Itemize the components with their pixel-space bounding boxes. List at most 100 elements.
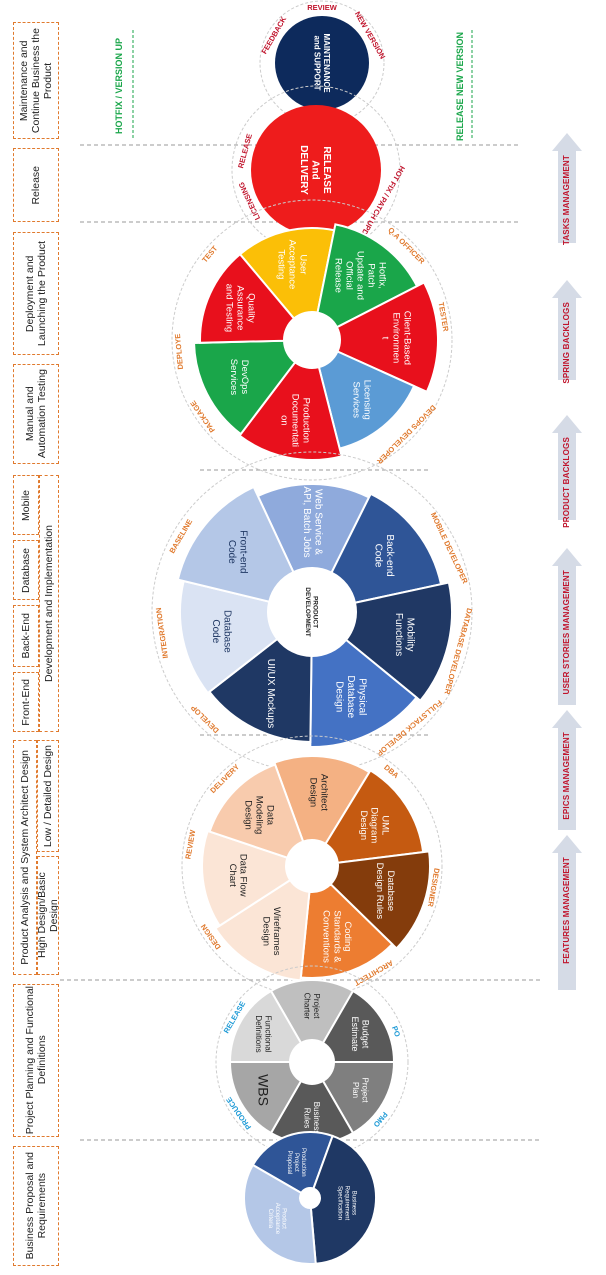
svg-text:DatabaseDesign Rules: DatabaseDesign Rules	[374, 863, 396, 920]
svg-text:DevOpsServices: DevOpsServices	[228, 359, 250, 396]
phase-testing: Manual and Automation Testing	[13, 364, 59, 464]
svg-text:DEPLOYE: DEPLOYE	[173, 333, 185, 369]
phase-frontend: Front-End	[13, 672, 39, 732]
phase-database: Database	[13, 540, 39, 600]
arrow-epics-management	[552, 710, 582, 830]
svg-text:REVIEW: REVIEW	[307, 3, 338, 12]
svg-text:REVIEW: REVIEW	[183, 828, 197, 860]
design-segment-uml-diagram-design	[324, 769, 425, 864]
svg-text:Client-BasedEnvironment: Client-BasedEnvironment	[380, 311, 413, 365]
svg-text:ProductionProjectProposal: ProductionProjectProposal	[286, 1148, 306, 1177]
svg-text:Hotfix,PatchUpdate andOfficial: Hotfix,PatchUpdate andOfficialRelease	[333, 251, 388, 300]
development-label-ui-ux-mockups: UI/UX Mockups	[265, 659, 276, 728]
phase-backend: Back-End	[13, 605, 39, 667]
development-hub	[268, 568, 356, 656]
development-label-web-service-api-batch-jobs: Web Service &API, Batch Jobs	[301, 486, 324, 557]
svg-text:BusinessRequirementSpecificati: BusinessRequirementSpecification	[337, 1186, 357, 1221]
svg-text:UI/UX Mockups: UI/UX Mockups	[265, 659, 276, 728]
deployment-label-licensing-services: LicensingServices	[350, 380, 372, 420]
planning-label-project-charter: ProjectCharter	[303, 993, 321, 1020]
deployment-ring-deploye: DEPLOYE	[173, 333, 185, 369]
planning-label-functional-definitions: FunctionalDefinitions	[254, 1015, 272, 1052]
phase-release: Release	[13, 148, 59, 222]
maintenance-circle	[275, 16, 369, 110]
arrow-tasks-management	[552, 133, 582, 243]
svg-text:TESTER: TESTER	[436, 301, 450, 332]
svg-text:ArchitectDesign: ArchitectDesign	[308, 774, 330, 811]
design-segment-coding-standards-conventions	[299, 882, 394, 979]
phase-analysis: Product Analysis and System Architect De…	[13, 740, 37, 975]
svg-text:ProjectPlan: ProjectPlan	[351, 1078, 369, 1104]
planning-label-budget-estimate: BudgetEstimate	[350, 1016, 370, 1051]
svg-text:BusinessRules: BusinessRules	[303, 1102, 321, 1134]
svg-text:ProductionDocumentation: ProductionDocumentation	[279, 394, 312, 447]
development-label-physical-database-design: PhysicalDatabaseDesign	[334, 675, 368, 718]
svg-text:QualityAssuranceand Testing: QualityAssuranceand Testing	[224, 284, 257, 332]
deployment-ring-tester: TESTER	[436, 301, 450, 332]
development-label-back-end-code: Back-endCode	[372, 534, 395, 576]
phase-deployment: Deployment and Launching the Product	[13, 232, 59, 355]
svg-text:PRODUCTDEVELOPMENT: PRODUCTDEVELOPMENT	[304, 587, 318, 637]
design-ring-review: REVIEW	[183, 828, 197, 860]
development-label-mobility-functions: MobilityFunctions	[393, 613, 416, 656]
svg-text:DBA: DBA	[382, 763, 401, 781]
svg-text:MAINTENANCEand SUPPORT: MAINTENANCEand SUPPORT	[313, 33, 331, 93]
deployment-label-hotfix-patch-update-and-official-release: Hotfix,PatchUpdate andOfficialRelease	[333, 251, 388, 300]
deployment-label-client-based-environmen-t: Client-BasedEnvironment	[380, 311, 413, 365]
design-label-database-design-rules: DatabaseDesign Rules	[374, 863, 396, 920]
development-label-front-end-code: Front-endCode	[226, 530, 249, 573]
planning-hub	[290, 1040, 334, 1084]
deployment-label-production-documentati-on: ProductionDocumentation	[279, 394, 312, 447]
deployment-label-devops-services: DevOpsServices	[228, 359, 250, 396]
design-label-data-modeling-design: DataModelingDesign	[242, 796, 275, 835]
svg-text:ProductAcceptanceCriteria: ProductAcceptanceCriteria	[267, 1203, 287, 1235]
phase-planning: Project Planning and Functional Definiti…	[13, 984, 59, 1137]
phase-high-design: High Design/Basic Design	[37, 856, 59, 975]
design-label-architect-design: ArchitectDesign	[308, 774, 330, 811]
proposal-label-business-requirement-specification: BusinessRequirementSpecification	[337, 1186, 357, 1221]
svg-text:Data FlowChart: Data FlowChart	[227, 854, 249, 897]
deployment-label-user-acceptance-testing: UserAcceptanceTesting	[276, 240, 309, 290]
phase-development: Development and Implementation	[39, 475, 59, 732]
release-label: RELEASEAndDELIVERY	[298, 145, 332, 195]
svg-text:DEVELOP: DEVELOP	[189, 703, 221, 735]
design-ring-dba: DBA	[382, 763, 401, 781]
svg-text:UserAcceptanceTesting: UserAcceptanceTesting	[276, 240, 309, 290]
maintenance-ring-review: REVIEW	[307, 3, 338, 12]
development-label-database-code: DatabaseCode	[210, 610, 233, 653]
arrow-user-stories-management	[552, 548, 582, 705]
svg-text:UMLDiagramDesign: UMLDiagramDesign	[358, 807, 391, 843]
phase-mobile: Mobile	[13, 475, 39, 535]
planning-label-business-rules: BusinessRules	[303, 1102, 321, 1134]
planning-label-project-plan: ProjectPlan	[351, 1078, 369, 1104]
design-segment-architect-design	[273, 755, 371, 846]
development-ring-develop: DEVELOP	[189, 703, 221, 735]
phase-maintenance: Maintenance and Continue Business the Pr…	[13, 22, 59, 139]
arrow-spring-backlogs	[552, 280, 582, 380]
design-label-wireframes-design: WireframesDesign	[260, 907, 282, 956]
design-outer-ring	[181, 735, 443, 997]
phase-low-design: Low / Detailed Design	[37, 740, 59, 852]
svg-text:TEST: TEST	[200, 244, 219, 265]
svg-text:MobilityFunctions: MobilityFunctions	[393, 613, 416, 656]
deployment-hub	[284, 312, 340, 368]
svg-text:RELEASEAndDELIVERY: RELEASEAndDELIVERY	[298, 145, 332, 195]
svg-text:LicensingServices: LicensingServices	[350, 380, 372, 420]
design-hub	[286, 840, 338, 892]
design-segment-wireframes-design	[214, 878, 311, 982]
proposal-hub	[300, 1188, 320, 1208]
deployment-ring-test: TEST	[200, 244, 219, 265]
design-label-coding-standards-conventions: CodingStandards &Conventions	[320, 910, 353, 963]
planning-ring-po: PO	[390, 1025, 402, 1038]
svg-text:ProjectCharter: ProjectCharter	[303, 993, 321, 1020]
svg-text:Web Service &API, Batch Jobs: Web Service &API, Batch Jobs	[301, 486, 324, 557]
svg-text:Back-endCode: Back-endCode	[372, 534, 395, 576]
deployment-segment-devops-services	[193, 339, 297, 436]
svg-text:FunctionalDefinitions: FunctionalDefinitions	[254, 1015, 272, 1052]
svg-text:WireframesDesign: WireframesDesign	[260, 907, 282, 956]
arrow-features-management	[552, 835, 582, 990]
design-segment-data-flow-chart	[201, 829, 292, 928]
design-label-data-flow-chart: Data FlowChart	[227, 854, 249, 897]
deployment-label-quality-assurance-and-testing: QualityAssuranceand Testing	[224, 284, 257, 332]
